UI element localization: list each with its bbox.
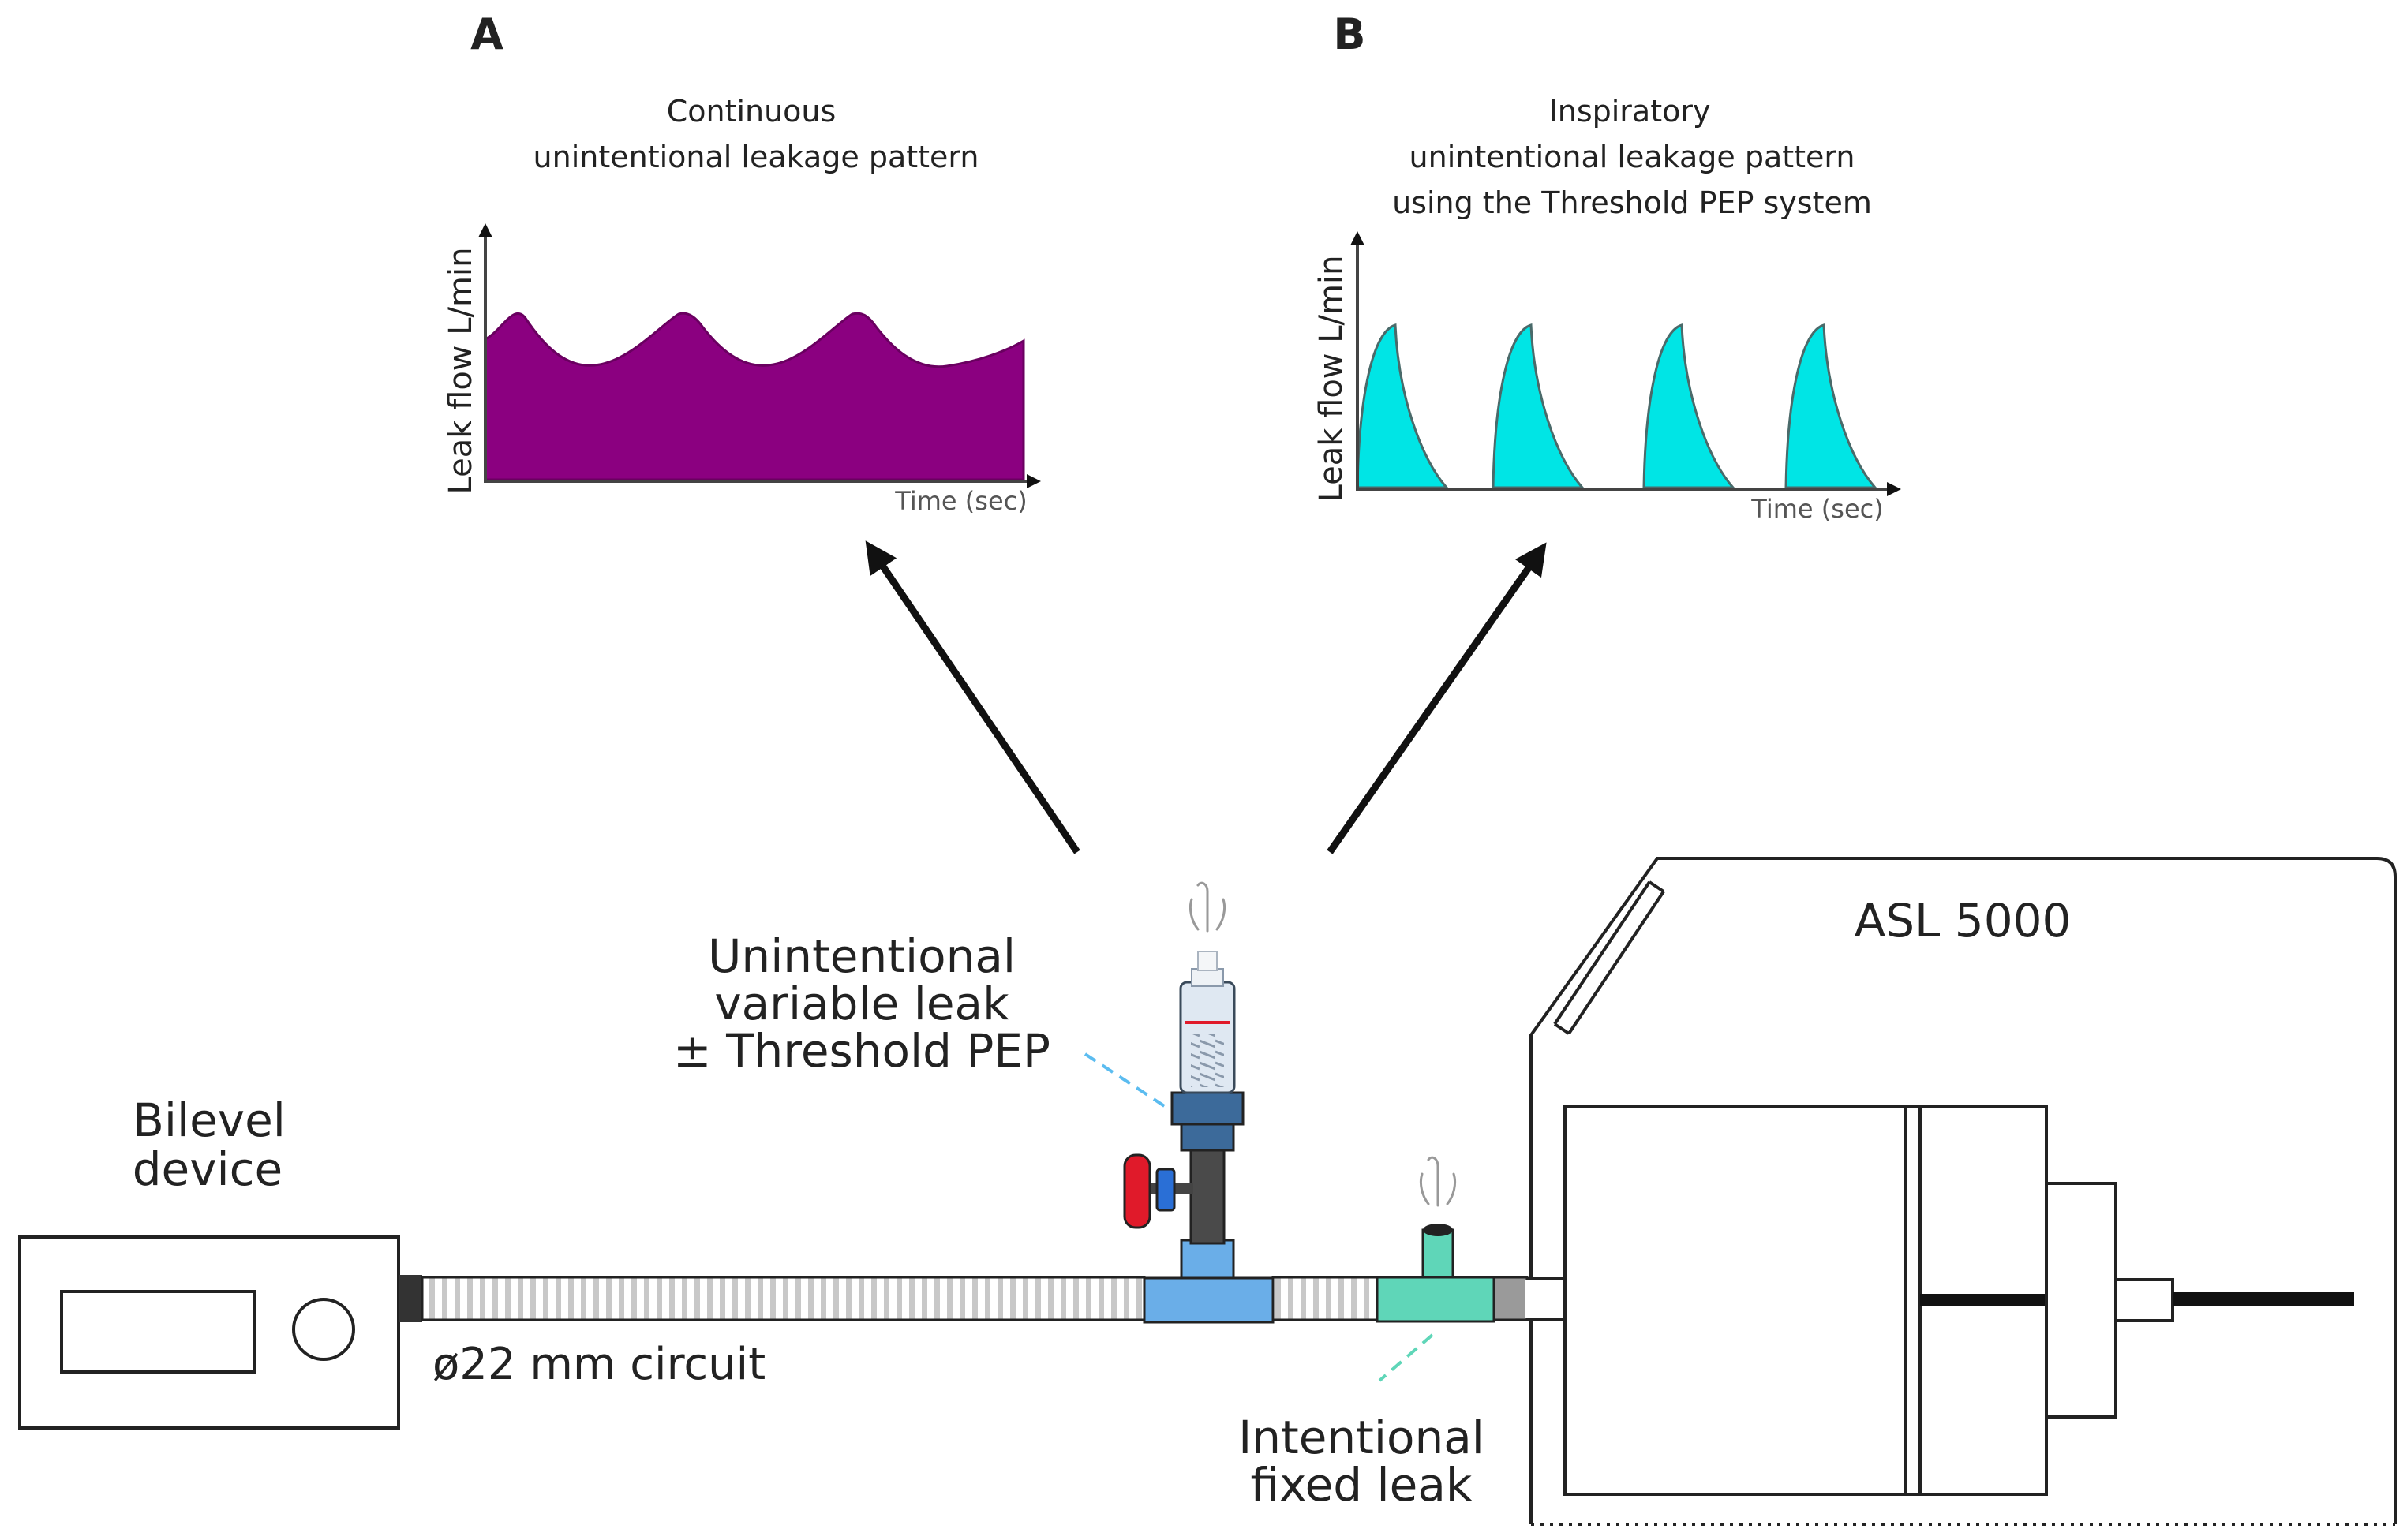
panel-b-title-line1: Inspiratory (1549, 94, 1711, 129)
threshold-pep-top (1191, 968, 1224, 987)
bilevel-device-label-line1: Bilevel (133, 1093, 286, 1147)
asl-5000-output-rod (2173, 1292, 2354, 1306)
variable-leak-label-line2: variable leak (714, 977, 1009, 1030)
arrow-to-panel-a (865, 540, 1080, 854)
bilevel-device-screen (60, 1290, 256, 1374)
panel-b-leak-pulses (1356, 323, 1878, 489)
variable-leak-label-line1: Unintentional (708, 929, 1016, 983)
panel-a-title-line1: Continuous (667, 94, 837, 129)
asl-5000-piston-rod (1920, 1294, 2048, 1306)
panel-a-xlabel: Time (sec) (894, 486, 1027, 516)
panel-b-letter: B (1333, 9, 1365, 59)
fixed-leak-port (1423, 1224, 1453, 1236)
panel-b-pulse-2 (1492, 323, 1585, 489)
bilevel-device: Bilevel device (18, 1093, 400, 1430)
fixed-leak-label-line1: Intentional (1238, 1411, 1484, 1464)
bilevel-device-label-line2: device (133, 1142, 283, 1196)
circuit-label: ø22 mm circuit (432, 1339, 766, 1390)
panel-b-pulse-3 (1642, 323, 1736, 489)
asl-5000-inlet-port (1525, 1280, 1565, 1318)
fixed-leak-stem (1421, 1228, 1454, 1280)
circuit-tube-left (421, 1276, 1146, 1321)
panel-b-title-line3: using the Threshold PEP system (1392, 185, 1872, 220)
panel-b-title-line2: unintentional leakage pattern (1409, 140, 1855, 174)
circuit-tube-middle (1271, 1276, 1379, 1321)
fixed-leak-leader-line (1378, 1333, 1434, 1382)
asl-5000-rod-guide (2114, 1278, 2174, 1322)
threshold-pep-tip (1197, 951, 1218, 971)
valve-knob-blue (1155, 1168, 1176, 1212)
panel-b: B Inspiratory unintentional leakage patt… (1313, 9, 1901, 524)
panel-a-letter: A (470, 9, 503, 59)
variable-leak-label-line3: ± Threshold PEP (673, 1024, 1050, 1078)
leak-tube-vertical (1189, 1146, 1226, 1245)
panel-b-ylabel: Leak flow L/min (1313, 256, 1349, 503)
valve-knob-red (1123, 1153, 1151, 1229)
asl-5000-piston (1904, 1105, 1922, 1496)
threshold-pep-cap (1170, 1091, 1245, 1126)
arrow-to-panel-b (1327, 542, 1547, 854)
panel-b-xlabel: Time (sec) (1750, 494, 1883, 524)
variable-leak-leader-line (1084, 1052, 1170, 1110)
asl-5000-handle (1553, 880, 1665, 1035)
variable-leak-assembly: Unintentional variable leak ± Threshold … (673, 881, 1275, 1324)
t-connector-body (1143, 1276, 1275, 1324)
fixed-leak-assembly: Intentional fixed leak (1238, 1156, 1529, 1512)
threshold-pep-spring (1191, 1034, 1224, 1087)
panel-a: A Continuous unintentional leakage patte… (443, 9, 1041, 516)
panel-a-ylabel: Leak flow L/min (443, 248, 479, 495)
fixed-leak-airflow-icon (1419, 1156, 1457, 1207)
t-connector-stem (1180, 1239, 1235, 1281)
panel-a-leak-waveform (484, 312, 1025, 481)
bilevel-device-knob (292, 1298, 355, 1361)
fixed-leak-coupler (1492, 1276, 1529, 1321)
asl-5000-drive-housing (2045, 1182, 2117, 1419)
panel-b-pulse-1 (1356, 323, 1450, 489)
variable-leak-airflow-icon (1189, 881, 1226, 933)
breathing-circuit: ø22 mm circuit (399, 1275, 1379, 1390)
asl-5000-label: ASL 5000 (1855, 894, 2072, 948)
panel-b-pulse-4 (1784, 323, 1878, 489)
fixed-leak-label-line2: fixed leak (1251, 1458, 1473, 1512)
panel-a-title-line2: unintentional leakage pattern (533, 140, 979, 174)
fixed-leak-connector (1376, 1276, 1495, 1323)
circuit-end-cap (399, 1275, 422, 1322)
asl-5000-simulator: ASL 5000 (1525, 857, 2397, 1526)
